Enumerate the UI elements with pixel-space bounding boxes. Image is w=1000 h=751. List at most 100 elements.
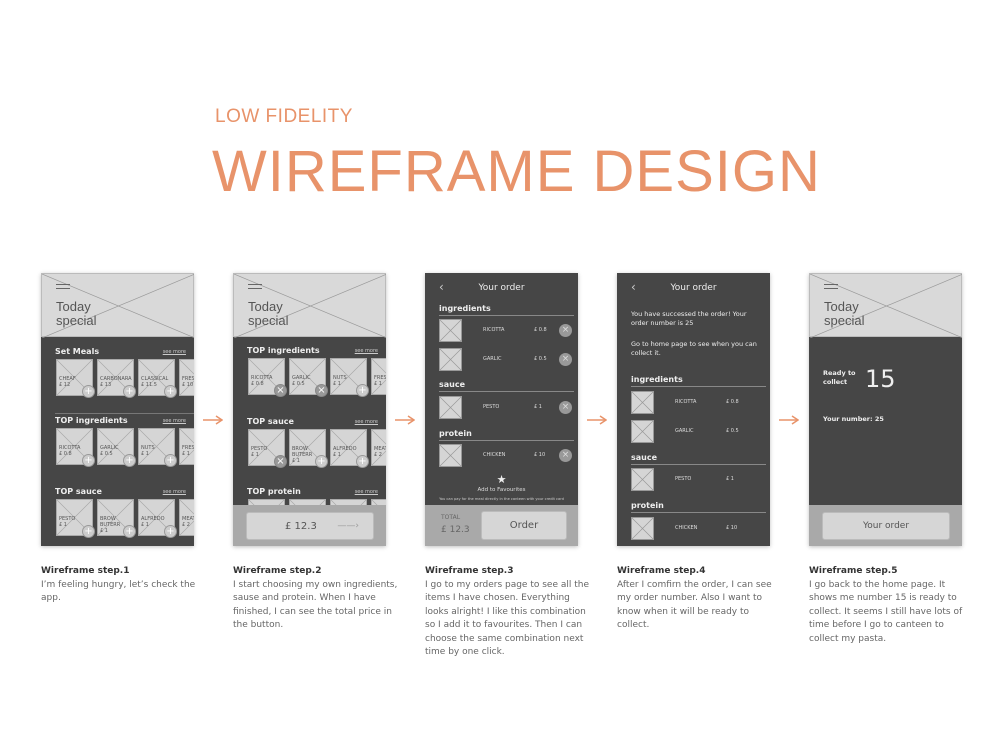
arrow-right-icon [395, 410, 416, 425]
item-price: £ 0.8 [251, 381, 264, 387]
add-icon[interactable]: + [164, 385, 177, 398]
see-more-link[interactable]: see more [162, 349, 186, 355]
item-image-placeholder [631, 420, 654, 443]
divider [439, 315, 574, 316]
your-order-button[interactable]: Your order [822, 512, 950, 540]
item-tile[interactable]: FRESH£ 1+ [179, 428, 194, 465]
item-tile[interactable]: GARLIC£ 0.5+ [97, 428, 136, 467]
item-tile[interactable]: FRESH£ 1+ [371, 358, 386, 395]
item-name: MEAT [182, 516, 194, 522]
back-icon[interactable]: ‹ [631, 280, 636, 294]
hero-title: Today special [248, 299, 289, 328]
screen-confirmation: You have successed the order! Your order… [617, 273, 770, 546]
bottom-bar: Your order [809, 505, 962, 546]
divider [631, 386, 766, 387]
item-tile[interactable]: RICOTTA£ 0.8+ [56, 428, 95, 467]
item-name: CLASSICAL [141, 376, 169, 382]
see-more-link[interactable]: see more [162, 489, 186, 495]
item-price: £ 1 [726, 476, 734, 482]
item-tile[interactable]: CARBONARA£ 13+ [97, 359, 136, 398]
step-description: I start choosing my own ingredients, sau… [233, 579, 398, 631]
arrow-right-icon [587, 410, 608, 425]
add-icon[interactable]: + [123, 525, 136, 538]
remove-icon[interactable]: × [559, 449, 572, 462]
item-tile[interactable]: RICOTTA£ 0.8 × [248, 358, 287, 397]
item-tile[interactable]: BROW BUTERR£ 1+ [97, 499, 136, 538]
item-name: FRESH [374, 375, 386, 381]
item-tile[interactable]: FRESH£ 10+ [179, 359, 194, 396]
item-tile[interactable]: MEAT£ 2+ [371, 429, 386, 466]
item-label: GARLIC£ 0.5 [292, 375, 311, 387]
item-label: RICOTTA£ 0.8 [59, 445, 80, 457]
add-icon[interactable]: + [82, 454, 95, 467]
add-icon[interactable]: + [356, 384, 369, 397]
hamburger-menu-icon[interactable] [56, 284, 70, 292]
item-tile[interactable]: ALFREDO£ 1+ [330, 429, 369, 468]
item-name: ALFREDO [333, 446, 357, 452]
item-tile[interactable]: ALFREDO£ 1+ [138, 499, 177, 538]
item-name: MEAT [374, 446, 386, 452]
back-icon[interactable]: ‹ [439, 280, 444, 294]
item-price: £ 1 [182, 451, 190, 457]
step-description: After I comfirn the order, I can see my … [617, 579, 772, 631]
item-price: £ 10 [182, 382, 194, 388]
hamburger-menu-icon[interactable] [824, 284, 838, 292]
see-more-link[interactable]: see more [354, 489, 378, 495]
remove-icon[interactable]: × [274, 455, 287, 468]
see-more-link[interactable]: see more [354, 348, 378, 354]
item-label: MEAT£ 2 [374, 446, 386, 458]
item-label: NUTS£ 1 [333, 375, 347, 387]
hero-title: Today special [824, 299, 865, 328]
add-icon[interactable]: + [164, 525, 177, 538]
divider [439, 440, 574, 441]
hero-title: Today special [56, 299, 97, 328]
order-button[interactable]: Order [481, 511, 567, 540]
remove-icon[interactable]: × [559, 324, 572, 337]
item-tile[interactable]: NUTS£ 1 + [138, 428, 177, 467]
item-tile[interactable]: BROW BUTERR£ 1+ [289, 429, 328, 468]
hamburger-menu-icon[interactable] [248, 284, 262, 292]
item-label: PESTO£ 1 [59, 516, 75, 528]
item-label: CHEAF£ 12 [59, 376, 76, 388]
item-tile[interactable]: GARLIC£ 0.5 × [289, 358, 328, 397]
item-name: BROW BUTERR [292, 446, 313, 458]
remove-icon[interactable]: × [315, 384, 328, 397]
item-tile[interactable]: PESTO£ 1 + [56, 499, 95, 538]
add-icon[interactable]: + [315, 455, 328, 468]
remove-icon[interactable]: × [559, 401, 572, 414]
see-more-link[interactable]: see more [354, 419, 378, 425]
item-name: PESTO [59, 516, 76, 522]
add-to-favourites-button[interactable]: Add to Favourites [477, 487, 526, 493]
payment-note: You can pay for the meal directly in the… [439, 497, 564, 501]
item-name: RICOTTA [675, 399, 697, 405]
add-icon[interactable]: + [123, 454, 136, 467]
item-tile[interactable]: MEAT£ 2+ [179, 499, 194, 536]
add-icon[interactable]: + [123, 385, 136, 398]
star-icon[interactable]: ★ [496, 473, 507, 486]
step-description: I’m feeling hungry, let’s check the app. [41, 579, 196, 604]
see-more-link[interactable]: see more [162, 418, 186, 424]
item-name: RICOTTA [251, 375, 273, 381]
item-name: RICOTTA [483, 327, 505, 333]
item-label: NUTS£ 1 [141, 445, 155, 457]
total-price-button[interactable]: £ 12.3——› [246, 512, 374, 540]
divider [631, 464, 766, 465]
add-icon[interactable]: + [82, 525, 95, 538]
item-tile[interactable]: CLASSICAL£ 11.5+ [138, 359, 177, 398]
item-price: £ 1 [251, 452, 259, 458]
item-tile[interactable]: PESTO£ 1 × [248, 429, 287, 468]
item-label: PESTO£ 1 [251, 446, 267, 458]
add-icon[interactable]: + [164, 454, 177, 467]
add-icon[interactable]: + [82, 385, 95, 398]
screen-title: Your order [670, 283, 717, 293]
item-name: CHICKEN [675, 525, 698, 531]
remove-icon[interactable]: × [559, 353, 572, 366]
item-label: FRESH£ 10 [182, 376, 194, 388]
item-name: CARBONARA [100, 376, 132, 382]
ready-label: Ready to collect [823, 369, 856, 386]
item-tile[interactable]: NUTS£ 1 + [330, 358, 369, 397]
add-icon[interactable]: + [356, 455, 369, 468]
remove-icon[interactable]: × [274, 384, 287, 397]
item-tile[interactable]: CHEAF£ 12 + [56, 359, 95, 398]
arrow-right-icon: ——› [337, 521, 359, 531]
